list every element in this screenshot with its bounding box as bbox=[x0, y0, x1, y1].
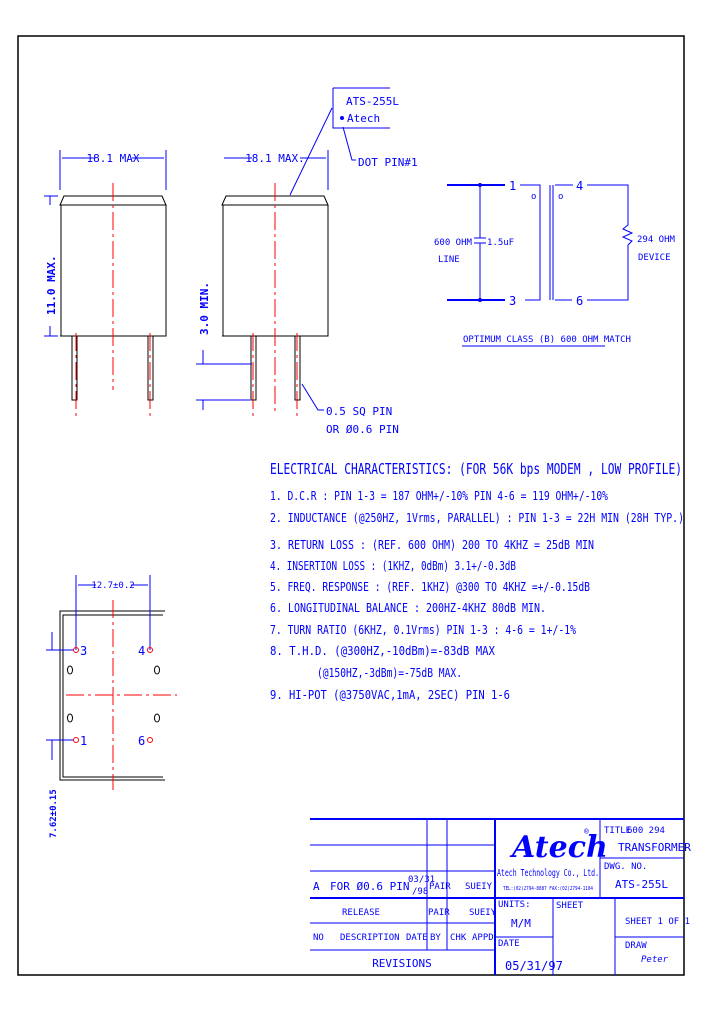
sheet-border bbox=[17, 35, 685, 976]
title-block-grid bbox=[310, 819, 684, 975]
release-by: PAIR bbox=[428, 908, 450, 918]
pin-note-line1: 0.5 SQ PIN bbox=[326, 405, 392, 418]
spec-item: 4. INSERTION LOSS : (1KHZ, 0dBm) 3.1+/-0… bbox=[270, 559, 516, 573]
header-chk: CHK bbox=[450, 933, 467, 943]
pitch-dim: 12.7±0.2 bbox=[91, 581, 134, 591]
pin1-dot-icon bbox=[340, 116, 344, 120]
release-appd: SUEIY bbox=[469, 908, 497, 918]
load-label-2: DEVICE bbox=[638, 253, 671, 263]
capacitor-value: 1.5uF bbox=[487, 238, 514, 248]
title-label: TITLE bbox=[604, 826, 631, 836]
header-description: DESCRIPTION bbox=[340, 933, 400, 943]
electrical-characteristics: ELECTRICAL CHARACTERISTICS: (FOR 56K bps… bbox=[270, 460, 684, 702]
sheet-value: SHEET 1 OF 1 bbox=[625, 917, 690, 927]
rev-description: FOR Ø0.6 PIN bbox=[330, 880, 409, 893]
bottom-pin-1: 1 bbox=[80, 734, 87, 748]
revisions-label: REVISIONS bbox=[372, 957, 432, 970]
bottom-view-dim-lines bbox=[46, 575, 151, 760]
dwg-label: DWG. NO. bbox=[604, 862, 647, 872]
header-date: DATE bbox=[406, 933, 428, 943]
bottom-pin-4: 4 bbox=[138, 644, 145, 658]
transformer-symbol bbox=[520, 184, 634, 301]
title-block: A FOR Ø0.6 PIN 03/31 /98 PAIR SUEIY RELE… bbox=[310, 818, 691, 975]
pin-6-label: 6 bbox=[576, 294, 583, 308]
drawn-by: Peter bbox=[641, 955, 669, 965]
rev-date: 03/31 bbox=[408, 875, 435, 885]
dwg-number: ATS-255L bbox=[615, 878, 668, 891]
spec-item: 9. HI-POT (@3750VAC,1mA, 2SEC) PIN 1-6 bbox=[270, 688, 510, 702]
front-view-dim-lines bbox=[196, 150, 329, 410]
line-label-2: LINE bbox=[438, 255, 460, 265]
title-line1: 600 294 bbox=[627, 826, 665, 836]
company-name: Atech Technology Co., Ltd. bbox=[497, 868, 599, 879]
dot-pin-label: DOT PIN#1 bbox=[358, 156, 418, 169]
side-height-dim: 11.0 MAX. bbox=[45, 255, 58, 315]
side-width-dim: 18.1 MAX bbox=[87, 152, 140, 165]
side-view: 18.1 MAX 11.0 MAX. bbox=[44, 150, 167, 420]
spec-item: (@150HZ,-3dBm)=-75dB MAX. bbox=[317, 666, 462, 680]
rev-appd: SUEIY bbox=[465, 882, 493, 892]
date-value: 05/31/97 bbox=[505, 959, 563, 973]
marking-line1: ATS-255L bbox=[346, 95, 399, 108]
units-label: UNITS: bbox=[498, 900, 531, 910]
spec-item: 2. INDUCTANCE (@250HZ, 1Vrms, PARALLEL) … bbox=[270, 511, 684, 525]
specs-title: ELECTRICAL CHARACTERISTICS: (FOR 56K bps… bbox=[270, 460, 682, 478]
spec-item: 8. T.H.D. (@300HZ,-10dBm)=-83dB MAX bbox=[270, 644, 496, 658]
front-width-dim: 18.1 MAX. bbox=[245, 152, 305, 165]
schematic: 1 3 4 6 o o 600 OHM LINE 1.5uF 294 OHM D… bbox=[434, 179, 676, 347]
rev-by: PAIR bbox=[429, 882, 451, 892]
registered-mark: ® bbox=[584, 827, 589, 836]
rev-date-2: /98 bbox=[412, 887, 428, 897]
side-view-centerlines bbox=[75, 183, 151, 420]
spec-item: 5. FREQ. RESPONSE : (REF. 1KHZ) @300 TO … bbox=[270, 580, 590, 594]
front-view-centerlines bbox=[252, 183, 298, 420]
title-line2: TRANSFORMER bbox=[618, 841, 691, 854]
marking-line2: Atech bbox=[347, 112, 380, 125]
spec-item: 6. LONGITUDINAL BALANCE : 200HZ-4KHZ 80d… bbox=[270, 601, 546, 615]
bottom-pin-6: 6 bbox=[138, 734, 145, 748]
company-contact: TEL:(02)2794-8887 FAX:(02)2794-1104 bbox=[503, 886, 593, 892]
pin-4-label: 4 bbox=[576, 179, 583, 193]
draw-label: DRAW bbox=[625, 941, 647, 951]
sheet-label: SHEET bbox=[556, 901, 584, 911]
marking-box bbox=[289, 87, 390, 196]
units-value: M/M bbox=[511, 917, 531, 930]
bottom-pin-3: 3 bbox=[80, 644, 87, 658]
front-view: 18.1 MAX. 3.0 MIN. ATS-255L Atech DOT PI… bbox=[196, 87, 418, 436]
spec-item: 1. D.C.R : PIN 1-3 = 187 OHM+/-10% PIN 4… bbox=[270, 489, 609, 503]
load-label: 294 OHM bbox=[637, 235, 676, 245]
pin-1-label: 1 bbox=[509, 179, 516, 193]
schematic-caption: OPTIMUM CLASS (B) 600 OHM MATCH bbox=[463, 335, 631, 345]
side-view-dim-lines bbox=[44, 150, 167, 337]
pin-length-dim: 3.0 MIN. bbox=[198, 282, 211, 335]
header-no: NO bbox=[313, 933, 324, 943]
line-label: 600 OHM bbox=[434, 238, 473, 248]
pin-note-leader bbox=[301, 383, 324, 411]
rev-no: A bbox=[313, 880, 320, 893]
bottom-view: 12.7±0.2 7.62±0.15 3 4 1 6 bbox=[46, 575, 177, 838]
line-wires bbox=[447, 184, 505, 301]
release-label: RELEASE bbox=[342, 908, 380, 918]
pin-3-label: 3 bbox=[509, 294, 516, 308]
capacitor-symbol bbox=[474, 185, 486, 300]
spec-item: 3. RETURN LOSS : (REF. 600 OHM) 200 TO 4… bbox=[270, 538, 594, 552]
bottom-view-centerlines bbox=[66, 600, 177, 790]
polarity-dot-primary: o bbox=[531, 192, 536, 202]
header-by: BY bbox=[430, 933, 441, 943]
polarity-dot-secondary: o bbox=[558, 192, 563, 202]
row-dim: 7.62±0.15 bbox=[49, 789, 59, 838]
pin-note-line2: OR Ø0.6 PIN bbox=[326, 423, 399, 436]
date-label: DATE bbox=[498, 939, 520, 949]
spec-item: 7. TURN RATIO (6KHZ, 0.1Vrms) PIN 1-3 : … bbox=[270, 623, 577, 637]
atech-logo: Atech bbox=[509, 830, 608, 865]
header-appd: APPD bbox=[472, 933, 494, 943]
